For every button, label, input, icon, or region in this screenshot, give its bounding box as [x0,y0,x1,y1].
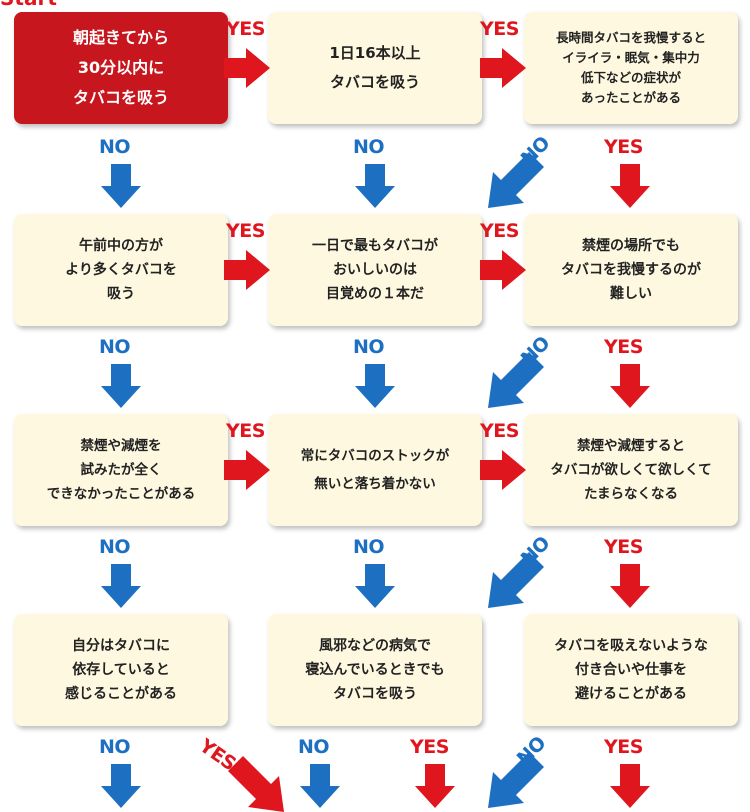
no-arrow-b-diag [488,752,544,808]
yes-arrow-r3-a [224,450,270,490]
yes-label-b-c2r: YES [410,736,449,758]
yes-arrow-r1-b [480,48,526,88]
no-label-b-c2: NO [298,736,330,758]
no-label-g2-c1: NO [99,336,131,358]
question-r2c3: 禁煙の場所でも タバコを我慢するのが 難しい [524,214,738,326]
yes-label-g3-c3: YES [604,536,643,558]
yes-label-r1-a: YES [226,18,265,40]
yes-label-r2-b: YES [480,220,519,242]
no-label-g1-c2: NO [353,136,385,158]
yes-arrow-g3-c3 [610,564,650,608]
yes-label-b-c3: YES [604,736,643,758]
no-arrow-g1-c1 [101,164,141,208]
yes-label-g2-c3: YES [604,336,643,358]
question-r2c1: 午前中の方が より多くタバコを 吸う [14,214,228,326]
no-arrow-g3-diag [488,552,544,608]
no-label-g3-c2: NO [353,536,385,558]
question-r3c3: 禁煙や減煙すると タバコが欲しくて欲しくて たまらなくなる [524,414,738,526]
no-arrow-g3-c2 [355,564,395,608]
question-r1c2: 1日16本以上 タバコを吸う [268,12,482,124]
no-arrow-g2-c1 [101,364,141,408]
yes-arrow-r2-b [480,250,526,290]
no-label-g2-c2: NO [353,336,385,358]
question-r3c2: 常にタバコのストックが 無いと落ち着かない [268,414,482,526]
question-r4c3: タバコを吸えないような 付き合いや仕事を 避けることがある [524,614,738,726]
question-r4c1: 自分はタバコに 依存していると 感じることがある [14,614,228,726]
no-arrow-g2-diag [488,352,544,408]
yes-arrow-r1-a [224,48,270,88]
start-title: Start [0,0,57,10]
question-r4c2: 風邪などの病気で 寝込んでいるときでも タバコを吸う [268,614,482,726]
question-r3c1: 禁煙や減煙を 試みたが全く できなかったことがある [14,414,228,526]
yes-arrow-b-diag [228,756,284,812]
no-label-g3-c1: NO [99,536,131,558]
question-r1c3: 長時間タバコを我慢すると イライラ・眠気・集中力 低下などの症状が あったことが… [524,12,738,124]
yes-arrow-g1-c3 [610,164,650,208]
yes-arrow-r2-a [224,250,270,290]
yes-arrow-b-c3 [610,764,650,808]
yes-arrow-g2-c3 [610,364,650,408]
no-label-b-c1: NO [99,736,131,758]
no-arrow-b-c2 [300,764,340,808]
yes-label-r3-b: YES [480,420,519,442]
yes-label-r1-b: YES [480,18,519,40]
question-r2c2: 一日で最もタバコが おいしいのは 目覚めの１本だ [268,214,482,326]
question-r1c1: 朝起きてから 30分以内に タバコを吸う [14,12,228,124]
yes-arrow-b-c2r [415,764,455,808]
no-arrow-g2-c2 [355,364,395,408]
yes-label-g1-c3: YES [604,136,643,158]
yes-arrow-r3-b [480,450,526,490]
yes-label-r3-a: YES [226,420,265,442]
no-arrow-g1-c2 [355,164,395,208]
no-label-g1-c1: NO [99,136,131,158]
no-arrow-b-c1 [101,764,141,808]
no-arrow-g3-c1 [101,564,141,608]
no-arrow-g1-diag [488,152,544,208]
yes-label-r2-a: YES [226,220,265,242]
